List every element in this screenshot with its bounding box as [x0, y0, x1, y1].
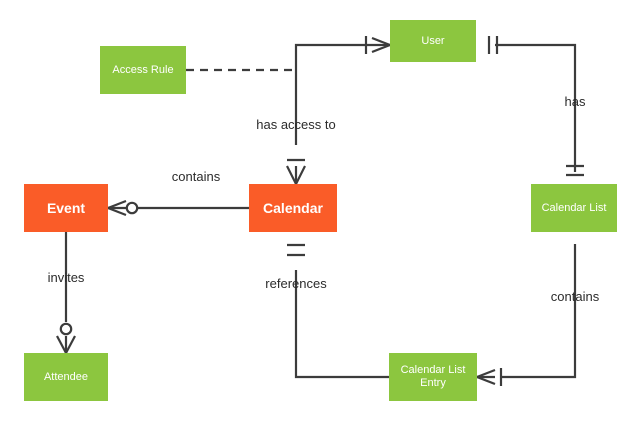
relationship-label-invites: invites — [47, 270, 85, 285]
relationship-label-contains-event-calendar: contains — [171, 169, 221, 184]
relationship-label-contains-list-entry: contains — [550, 289, 600, 304]
entity-access-rule[interactable]: Access Rule — [100, 46, 186, 94]
entity-calendar-list-label: Calendar List — [541, 201, 607, 214]
entity-event[interactable]: Event — [24, 184, 108, 232]
entity-calendar-list-entry[interactable]: Calendar List Entry — [389, 353, 477, 401]
entity-event-label: Event — [46, 199, 86, 216]
cardinality-one-or-many-calendar-top — [286, 158, 306, 185]
entity-attendee[interactable]: Attendee — [24, 353, 108, 401]
relationship-label-has: has — [564, 94, 586, 109]
cardinality-zero-or-many-event — [107, 199, 127, 217]
cardinality-one-and-only-one-calendar-bottom — [287, 243, 305, 257]
entity-user[interactable]: User — [390, 20, 476, 62]
entity-attendee-label: Attendee — [43, 370, 89, 383]
connector-contains-list-entry — [501, 244, 577, 379]
cardinality-one-and-many-user — [364, 36, 391, 54]
connector-has — [495, 43, 577, 172]
entity-calendar-list-entry-label: Calendar List Entry — [400, 364, 466, 389]
cardinality-one-and-only-one-user-right — [487, 36, 499, 54]
entity-user-label: User — [421, 34, 445, 47]
cardinality-one-and-many-list-entry — [476, 368, 503, 386]
entity-calendar-list[interactable]: Calendar List — [531, 184, 617, 232]
relationship-label-references: references — [265, 276, 327, 291]
relationship-label-has-access-to: has access to — [256, 117, 336, 132]
entity-calendar-label: Calendar — [263, 199, 323, 216]
cardinality-zero-circle-attendee — [59, 322, 73, 336]
entity-access-rule-label: Access Rule — [112, 63, 174, 76]
cardinality-zero-circle-event — [125, 201, 139, 215]
connector-has-access-to — [294, 43, 372, 145]
cardinality-one-and-only-one-calendar-list-top — [566, 164, 584, 177]
cardinality-zero-or-many-attendee — [56, 335, 76, 354]
entity-calendar[interactable]: Calendar — [249, 184, 337, 232]
connector-references — [294, 270, 389, 379]
